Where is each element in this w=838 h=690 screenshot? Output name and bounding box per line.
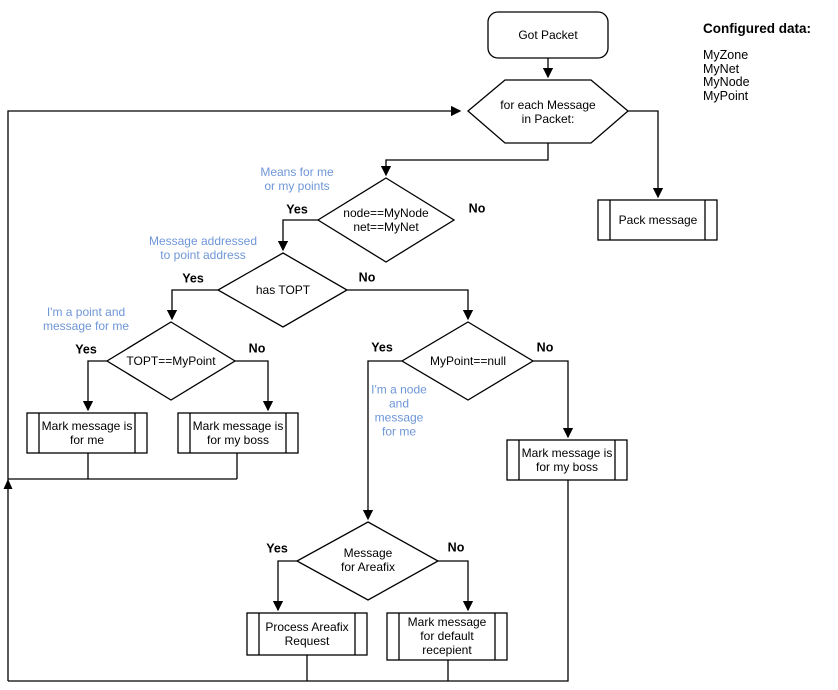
legend-item-mypoint: MyPoint — [703, 88, 749, 103]
node-shapes — [26, 11, 718, 661]
process-mark-for-me-box — [26, 412, 148, 454]
process-mark-default — [386, 612, 508, 661]
edges — [7, 58, 664, 682]
has-topt-yes-label: Yes — [182, 271, 204, 286]
edge-toptmypoint-yes-to-markforme — [82, 360, 107, 412]
decision-node-check — [316, 177, 456, 263]
edge-foreach-to-packmessage — [628, 110, 664, 199]
process-mark-for-me — [26, 412, 148, 454]
legend-item-mynet: MyNet — [703, 61, 740, 76]
process-areafix-request — [246, 612, 368, 656]
annotation-im-a-node: I'm a node and message for me — [371, 382, 427, 440]
legend-item-mynode: MyNode — [703, 75, 750, 89]
process-mark-default-box — [386, 612, 508, 661]
process-mark-default-bars — [398, 613, 496, 660]
mark-default-label: Mark message for default recepient — [407, 614, 487, 658]
process-pack-message-bars — [609, 200, 706, 240]
topt-mypoint-label: TOPT==MyPoint — [126, 353, 216, 368]
merge-up-arrowhead — [3, 479, 13, 489]
edge-mypointnull-no-to-bossright — [533, 360, 574, 439]
edge-bossright-to-bottom — [8, 480, 569, 682]
topt-mypoint-yes-label: Yes — [75, 342, 97, 357]
process-mark-boss-left — [177, 412, 299, 454]
process-mark-for-me-bars — [38, 413, 136, 453]
annotation-point-address: Message addressed to point address — [148, 233, 258, 262]
edge-toptmypoint-no-to-bossleft — [235, 360, 274, 412]
process-mark-boss-left-bars — [189, 413, 287, 453]
node-check-no-label: No — [468, 201, 486, 216]
mypoint-null-no-label: No — [536, 340, 554, 355]
areafix-no-label: No — [447, 540, 465, 555]
has-topt-no-label: No — [358, 270, 376, 285]
process-areafix-label: Process Areafix Request — [265, 619, 349, 648]
decision-topt-mypoint — [105, 321, 237, 401]
edge-loopback-to-foreach — [7, 105, 462, 681]
got-packet-label: Got Packet — [518, 27, 578, 42]
topt-mypoint-no-label: No — [248, 341, 266, 356]
has-topt-label: has TOPT — [255, 282, 311, 297]
for-each-label: for each Message in Packet: — [500, 97, 596, 126]
decision-message-for-areafix — [295, 521, 440, 601]
pack-message-label: Pack message — [618, 212, 698, 227]
loop-for-each-message — [466, 79, 630, 144]
decision-has-topt — [216, 252, 349, 328]
mypoint-null-yes-label: Yes — [371, 340, 393, 355]
edge-hastopt-no-to-mypointnull — [347, 289, 474, 321]
node-check-yes-label: Yes — [286, 202, 308, 217]
edge-hastopt-yes-to-toptmypoint — [166, 289, 218, 321]
edge-nodecheck-yes-to-hastopt — [277, 219, 318, 252]
process-pack-message — [597, 199, 718, 241]
terminator-got-packet — [487, 11, 609, 59]
process-areafix-request-box — [246, 612, 368, 656]
areafix-yes-label: Yes — [266, 541, 288, 556]
process-areafix-request-bars — [258, 613, 356, 655]
mypoint-null-label: MyPoint==null — [429, 353, 507, 368]
mark-for-me-label: Mark message is for me — [41, 418, 133, 447]
process-mark-boss-right-box — [506, 439, 628, 481]
process-mark-boss-right — [506, 439, 628, 481]
configured-data-title: Configured data: — [703, 21, 811, 36]
edge-areafix-no-to-markdefault — [438, 560, 474, 612]
edge-foreach-to-nodecheck — [380, 143, 549, 177]
areafix-label: Message for Areafix — [340, 545, 396, 574]
process-pack-message-box — [597, 199, 718, 241]
decision-mypoint-null — [400, 321, 535, 401]
process-mark-boss-left-box — [177, 412, 299, 454]
node-check-label: node==MyNode net==MyNet — [343, 205, 429, 234]
legend-item-myzone: MyZone — [703, 48, 749, 62]
mark-boss-left-label: Mark message is for my boss — [192, 418, 284, 447]
configured-data-legend: Configured data: MyZone MyNet MyNode MyP… — [703, 21, 811, 103]
edge-areafix-yes-to-process — [272, 560, 297, 612]
process-mark-boss-right-bars — [518, 440, 616, 480]
annotation-im-a-point: I'm a point and message for me — [42, 304, 130, 333]
mark-boss-right-label: Mark message is for my boss — [521, 445, 613, 474]
edge-mypointnull-yes-to-areafix — [362, 360, 402, 521]
annotation-means-for-me: Means for me or my points — [260, 164, 334, 193]
